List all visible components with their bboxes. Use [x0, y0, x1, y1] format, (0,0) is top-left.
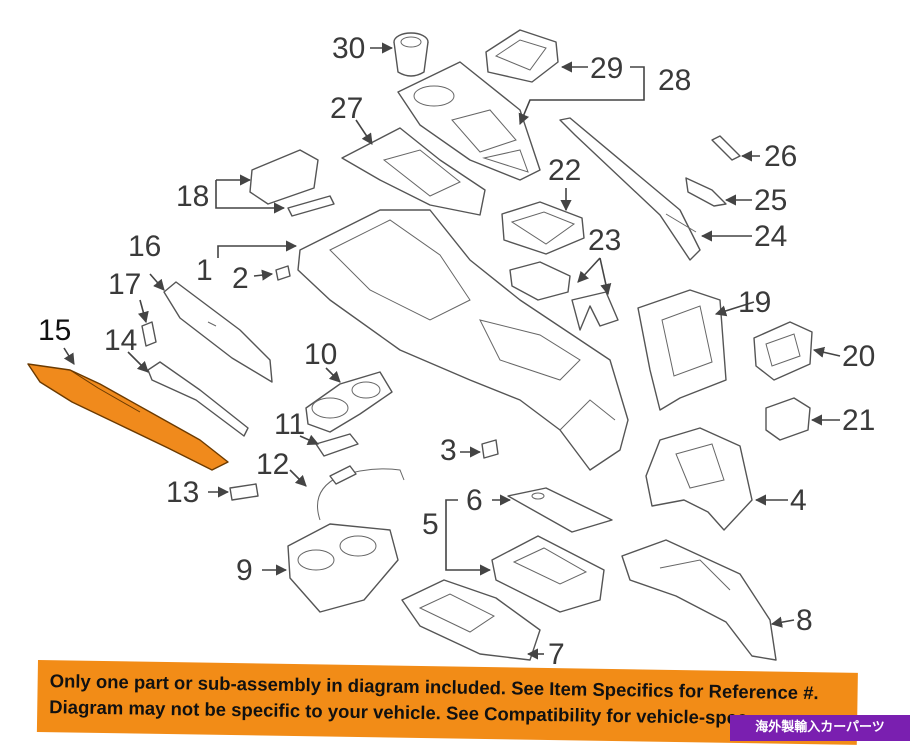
callout-24: 24 [754, 220, 788, 253]
callout-12: 12 [256, 448, 290, 481]
part-16-side-panel [163, 281, 273, 383]
callout-9: 9 [236, 554, 253, 587]
leader-lines [63, 42, 841, 660]
part-23-bracket [509, 261, 619, 331]
callout-15: 15 [38, 314, 72, 347]
callout-30: 30 [332, 32, 366, 65]
part-18-bracket [249, 149, 335, 217]
part-5-tray [491, 535, 605, 613]
callout-17: 17 [108, 268, 142, 301]
part-10-mat [305, 371, 393, 433]
part-27-panel [341, 127, 486, 216]
callout-28: 28 [658, 64, 692, 97]
callout-22: 22 [548, 154, 582, 187]
part-17-clip [141, 321, 157, 347]
import-parts-badge: 海外製輸入カーパーツ [730, 715, 910, 741]
part-25-clip [685, 177, 727, 207]
part-7-liner [401, 579, 541, 661]
part-26-clip [711, 135, 741, 161]
part-28-bezel [397, 61, 541, 181]
part-4-bracket [645, 427, 753, 531]
callout-1: 1 [196, 254, 213, 287]
part-2-clip [275, 265, 291, 281]
callout-2: 2 [232, 262, 249, 295]
part-9-cup-holder [287, 523, 399, 613]
callout-10: 10 [304, 338, 338, 371]
callout-3: 3 [440, 434, 457, 467]
callout-26: 26 [764, 140, 798, 173]
callout-25: 25 [754, 184, 788, 217]
part-1-console-body [297, 209, 629, 471]
part-14-trim-strip [147, 361, 249, 437]
callout-13: 13 [166, 476, 200, 509]
part-12-cable [317, 465, 405, 521]
part-3-plug [481, 439, 499, 459]
callout-6: 6 [466, 484, 483, 517]
callout-23: 23 [588, 224, 622, 257]
callout-29: 29 [590, 52, 624, 85]
part-22-lid [501, 201, 585, 255]
part-6-pad [507, 487, 613, 533]
callout-27: 27 [330, 92, 364, 125]
callout-5: 5 [422, 508, 439, 541]
callout-14: 14 [104, 324, 138, 357]
part-30-cup-insert [393, 32, 429, 77]
part-15-highlighted-panel [27, 363, 229, 471]
part-20-vent [753, 321, 813, 381]
callout-8: 8 [796, 604, 813, 637]
part-11-pad [315, 433, 359, 457]
part-29-tray [485, 29, 559, 83]
part-21-trim [765, 397, 811, 441]
callout-19: 19 [738, 286, 772, 319]
part-19-bezel [637, 289, 727, 411]
part-13-clip [229, 483, 259, 501]
callout-16: 16 [128, 230, 162, 263]
callout-4: 4 [790, 484, 807, 517]
callout-21: 21 [842, 404, 876, 437]
part-8-base [621, 539, 777, 661]
callout-18: 18 [176, 180, 210, 213]
part-24-strip [559, 117, 701, 261]
callout-11: 11 [274, 408, 306, 441]
callout-20: 20 [842, 340, 876, 373]
callout-7: 7 [548, 638, 565, 671]
